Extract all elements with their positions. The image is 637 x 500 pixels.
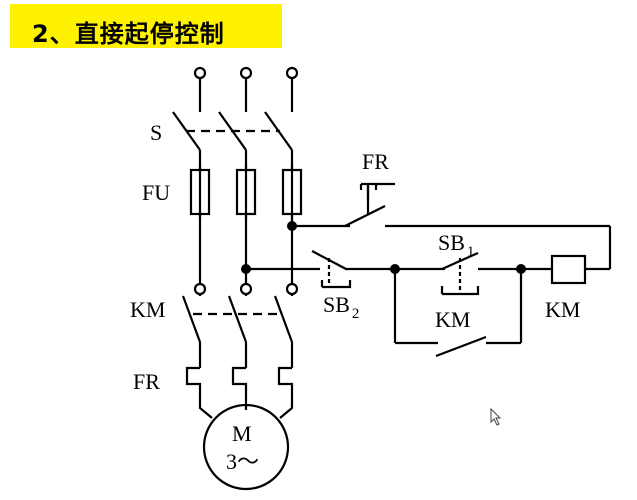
- power-lines: [193, 214, 299, 296]
- thermal-relay-elements: [185, 366, 294, 392]
- supply-terminals: [193, 66, 299, 112]
- label-coil-km: KM: [545, 297, 580, 322]
- label-motor-phase: 3～: [226, 449, 259, 474]
- label-switch-s: S: [150, 120, 162, 145]
- title-banner: 2、直接起停控制: [10, 4, 282, 48]
- main-switch-s: [172, 111, 294, 170]
- page-title: 2、直接起停控制: [32, 20, 225, 48]
- label-fuse-fu: FU: [142, 180, 170, 205]
- km-coil: [550, 254, 587, 285]
- fuses-fu: [189, 165, 303, 219]
- junctions: [241, 221, 526, 274]
- sb1-actuator: [440, 258, 480, 296]
- label-hold-contact-km: KM: [435, 307, 470, 332]
- sb2-actuator: [320, 258, 352, 289]
- motor: [202, 403, 290, 491]
- label-thermal-relay-fr: FR: [133, 369, 160, 394]
- label-main-contactor-km: KM: [130, 297, 165, 322]
- km-holding-branch: [393, 269, 523, 358]
- main-contactor-km: [181, 294, 294, 368]
- label-motor-m: M: [232, 421, 252, 446]
- motor-leads: [198, 392, 294, 419]
- label-fr-contact: FR: [362, 149, 389, 174]
- mouse-pointer-icon: [490, 408, 502, 426]
- control-top-line: [292, 205, 612, 271]
- fr-nc-contact: [359, 182, 395, 215]
